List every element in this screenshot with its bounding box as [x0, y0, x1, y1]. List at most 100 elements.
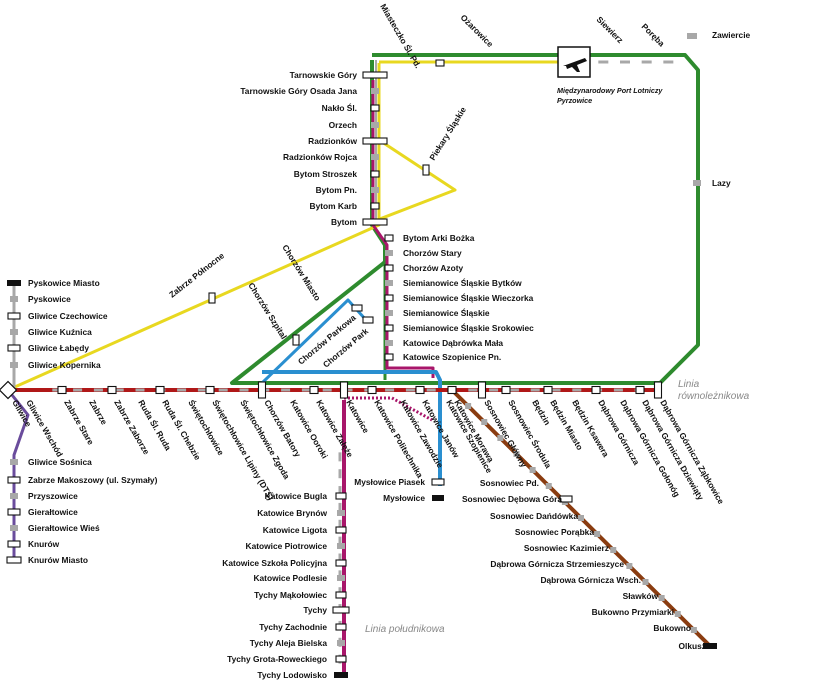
- station-katowice-za-e: [309, 385, 319, 395]
- track-dash-south-7: [338, 553, 342, 563]
- yellow-line-piekary: [371, 138, 457, 224]
- station-sosnowiec-g-wny: [477, 381, 487, 399]
- track-dash-main-13: [301, 388, 311, 392]
- station-siemianowice-l-skie: [385, 310, 393, 316]
- station-zabrze-makoszowy-ul-szyma-y: [7, 476, 21, 484]
- label-siemianowice-l-skie-srokowiec: Siemianowice Śląskie Srokowiec: [403, 322, 534, 333]
- track-dash-south-3: [338, 486, 342, 496]
- track-dash-east-5: [529, 467, 536, 473]
- station-zabrze-zaborze: [107, 385, 117, 395]
- label-nak-o-l: Nakło Śl.: [322, 102, 357, 113]
- track-dash-east-10: [610, 547, 617, 553]
- station-gliwice: [0, 380, 18, 400]
- label-gliwice-czechowice: Gliwice Czechowice: [28, 311, 108, 321]
- station-wi-toch-owice-lipiny-dt: [205, 385, 215, 395]
- station-tychy-lodowisko: [334, 672, 348, 678]
- label-d-browa-g-rnicza-wsch: Dąbrowa Górnicza Wsch.: [540, 575, 641, 585]
- track-dash-main-5: [135, 388, 145, 392]
- label-katowice-szko-a-policyjna: Katowice Szkoła Policyjna: [222, 558, 327, 568]
- blue-line-park: [260, 298, 368, 385]
- station-d-browa-g-rnicza-dziewi-ty: [635, 385, 645, 395]
- airport-caption-line2: Pyrzowice: [557, 96, 592, 105]
- track-dash-main-14: [322, 388, 332, 392]
- label-giera-towice-wie: Gierałtowice Wieś: [28, 523, 100, 533]
- station-gliwice-kopernika: [10, 362, 18, 368]
- track-dash-top-5: [663, 60, 674, 64]
- magenta-line-north: [371, 80, 435, 378]
- station-nak-o-l: [370, 104, 380, 112]
- station-olkusz: [703, 643, 717, 649]
- label-bytom-karb: Bytom Karb: [310, 201, 357, 211]
- label-tychy-grota-roweckiego: Tychy Grota-Roweckiego: [227, 654, 327, 664]
- station-katowice-jan-w: [415, 385, 425, 395]
- track-dash-main-24: [530, 388, 540, 392]
- station-mys-owice: [432, 495, 444, 501]
- track-dash-main-18: [405, 388, 415, 392]
- label-sosnowiec-d-bowa-g-ra: Sosnowiec Dębowa Góra: [462, 494, 562, 504]
- label-sosnowiec-kazimierz: Sosnowiec Kazimierz: [524, 543, 609, 553]
- airport-caption-line1: Międzynarodowy Port Lotniczy: [557, 86, 663, 95]
- station-katowice-bryn-w: [337, 510, 345, 516]
- track-dash-main-12: [281, 388, 291, 392]
- track-dash-main-3: [93, 388, 103, 392]
- station-katowice-bugla: [335, 492, 347, 500]
- label-bytom-stroszek: Bytom Stroszek: [294, 169, 358, 179]
- station-radzionk-w-rojca: [371, 154, 379, 160]
- track-dash-east-13: [658, 595, 665, 601]
- label-siemianowice-l-skie-wieczorka: Siemianowice Śląskie Wieczorka: [403, 292, 534, 303]
- label-sosnowiec-pd: Sosnowiec Pd.: [480, 478, 539, 488]
- station-knur-w: [7, 540, 21, 548]
- label-gliwice-ku-nica: Gliwice Kuźnica: [28, 327, 92, 337]
- station-gliwice-czechowice: [7, 312, 21, 320]
- station-zabrze-stare: [57, 385, 67, 395]
- station-marks: [0, 33, 717, 678]
- station-katowice-piotrowice: [337, 543, 345, 549]
- label-siemianowice-l-skie: Siemianowice Śląskie: [403, 307, 490, 318]
- station-ruda-l-chebzie: [155, 385, 165, 395]
- track-dash-main-9: [218, 388, 228, 392]
- label-mys-owice-piasek: Mysłowice Piasek: [354, 477, 425, 487]
- track-dash-east-6: [545, 483, 552, 489]
- station-gliwice-so-nica: [10, 459, 18, 465]
- station-tychy-zachodnie: [335, 623, 347, 631]
- label-knur-w-miasto: Knurów Miasto: [28, 555, 88, 565]
- track-dash-main-22: [489, 388, 499, 392]
- label-katowice-piotrowice: Katowice Piotrowice: [246, 541, 328, 551]
- note-rownoleznikowa-line1: Linia: [678, 379, 700, 390]
- station-katowice-politechnika: [367, 385, 377, 395]
- note-rownoleznikowa-line2: równoleżnikowa: [678, 391, 750, 402]
- track-dash-east-11: [626, 563, 633, 569]
- station-tychy-aleja-bielska: [337, 640, 345, 646]
- track-dash-east-8: [578, 515, 584, 521]
- station-d-browa-g-rnicza-z-bkowice: [653, 381, 663, 399]
- track-dash-east-1: [465, 403, 472, 409]
- station-katowice-szko-a-policyjna: [335, 559, 347, 567]
- label-bytom: Bytom: [331, 217, 357, 227]
- track-dash-main-2: [73, 388, 83, 392]
- station-katowice-d-br-wka-ma-a: [385, 340, 393, 346]
- label-lazy: Lazy: [712, 178, 731, 188]
- station-tychy: [332, 606, 350, 614]
- station-chorz-w-park: [362, 316, 374, 324]
- label-chorz-w-stary: Chorzów Stary: [403, 248, 462, 258]
- label-sosnowiec-por-bka: Sosnowiec Porąbka: [515, 527, 594, 537]
- label-bukowno-przymiarki: Bukowno Przymiarki: [592, 607, 674, 617]
- station-mys-owice-piasek: [431, 478, 445, 486]
- track-dash-main-23: [509, 388, 519, 392]
- track-dash-top-3: [620, 60, 630, 64]
- station-katowice-ligota: [335, 526, 347, 534]
- station-pyskowice-miasto: [7, 280, 21, 286]
- map-extras: [557, 46, 591, 78]
- station-b-dzin-miasto: [543, 385, 553, 395]
- label-bytom-pn: Bytom Pn.: [316, 185, 357, 195]
- track-dash-south-4: [338, 502, 342, 512]
- station-gliwice-ab-dy: [7, 344, 21, 352]
- station-giera-towice-wie: [10, 525, 18, 531]
- label-katowice-d-br-wka-ma-a: Katowice Dąbrówka Mała: [403, 338, 503, 348]
- station-d-browa-g-rnicza: [591, 385, 601, 395]
- track-dash-east-12: [642, 579, 649, 585]
- label-gliwice-ab-dy: Gliwice Łabędy: [28, 343, 89, 353]
- track-dash-east-14: [674, 611, 681, 617]
- track-dash-main-4: [114, 388, 124, 392]
